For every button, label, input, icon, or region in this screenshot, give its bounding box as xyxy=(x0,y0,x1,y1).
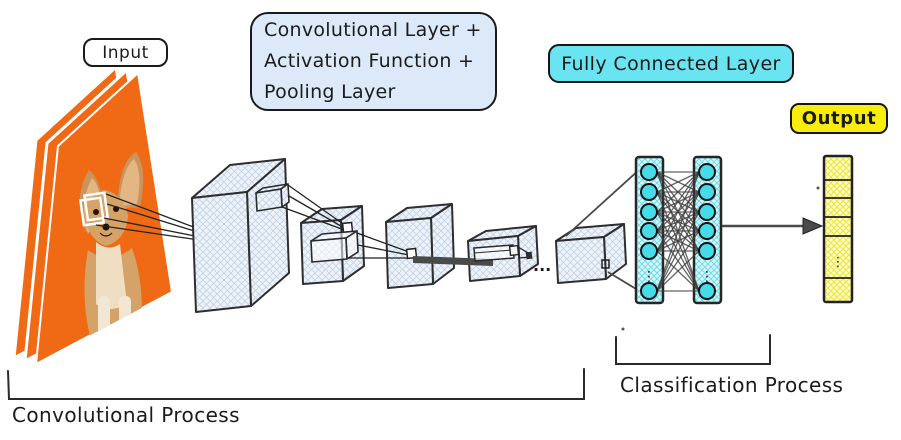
convolutional-process-bracket xyxy=(7,368,585,400)
receptive-field-box1 xyxy=(255,183,354,234)
receptive-field-box3 xyxy=(413,244,533,266)
output-vdots: ⋮ xyxy=(832,255,845,270)
feature-box-3 xyxy=(385,203,455,289)
output-arrow xyxy=(722,217,824,235)
output-column: ⋮ xyxy=(822,154,854,304)
fully-connected-label-text: Fully Connected Layer xyxy=(561,52,781,75)
fc-column-2-vdots: ⋮ xyxy=(700,269,714,285)
fully-connected-label: Fully Connected Layer xyxy=(548,44,794,83)
feature-ellipsis: ... xyxy=(533,256,551,275)
fc-connections xyxy=(656,171,700,292)
convolutional-process-label: Convolutional Process xyxy=(12,403,240,427)
conv-block-label: Convolutional Layer + Activation Functio… xyxy=(250,12,497,111)
conv-block-line-3: Pooling Layer xyxy=(264,81,396,103)
conv-block-line-1: Convolutional Layer + xyxy=(264,19,482,41)
input-label-text: Input xyxy=(102,42,149,63)
output-label-text: Output xyxy=(801,108,877,129)
fc-layer: ⋮ ⋮ xyxy=(634,155,723,305)
stray-dot-2 xyxy=(621,327,625,331)
input-label: Input xyxy=(83,38,168,67)
output-label: Output xyxy=(790,103,888,134)
receptive-field-input xyxy=(79,191,213,242)
conv-block-line-2: Activation Function + xyxy=(264,50,475,72)
classification-process-label: Classification Process xyxy=(620,373,844,397)
conv-feature-boxes xyxy=(191,158,627,313)
feature-box-5 xyxy=(555,223,627,284)
feature-box-1 xyxy=(191,158,290,313)
stray-dot-1 xyxy=(816,186,820,190)
classification-process-bracket xyxy=(615,334,771,365)
fc-column-1-vdots: ⋮ xyxy=(642,269,656,285)
fc-nodes xyxy=(640,163,716,300)
receptive-field-box2 xyxy=(310,230,418,263)
